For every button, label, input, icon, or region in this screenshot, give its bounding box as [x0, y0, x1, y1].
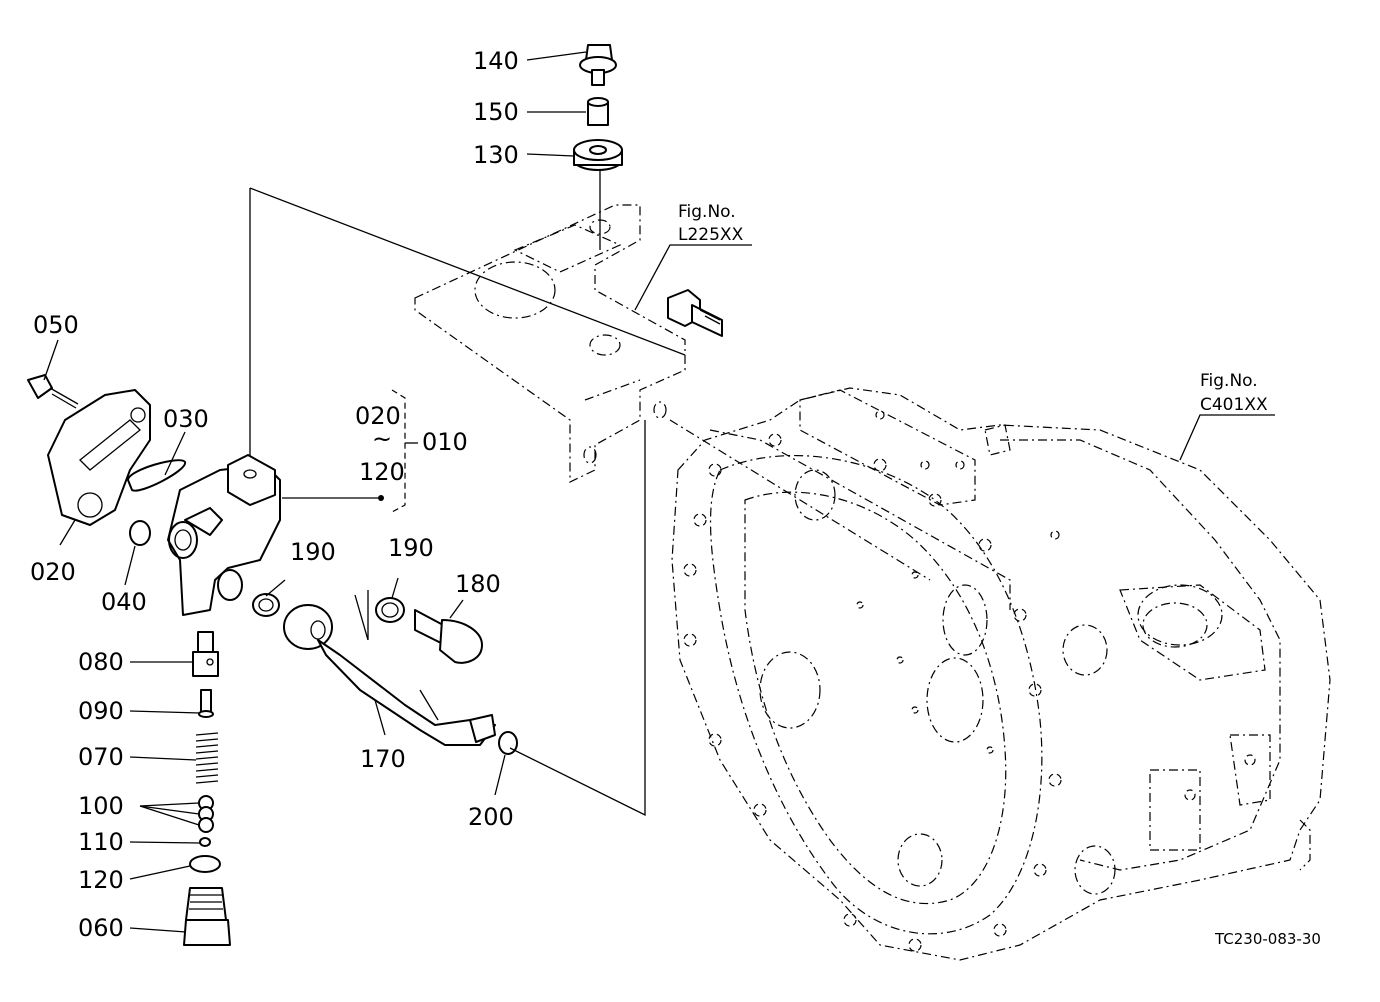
- callout-030: 030: [163, 405, 209, 433]
- fig-ref-label-bracket: Fig.No.: [678, 202, 736, 222]
- callout-100: 100: [78, 792, 124, 820]
- callout-range-tilde: ~: [372, 425, 392, 453]
- transmission-case: [671, 387, 1331, 961]
- parts-top-stack: [573, 44, 623, 171]
- callout-010: 010: [422, 428, 468, 456]
- drawing-code: TC230-083-30: [1214, 930, 1321, 948]
- callout-060: 060: [78, 914, 124, 942]
- callout-070: 070: [78, 743, 124, 771]
- callout-170: 170: [360, 745, 406, 773]
- callout-040: 040: [101, 588, 147, 616]
- callout-090: 090: [78, 697, 124, 725]
- figure-references: Fig.No. L225XX Fig.No. C401XX: [678, 202, 1268, 415]
- callout-150: 150: [473, 98, 519, 126]
- pipe-assembly: [252, 590, 518, 755]
- projection-lines: [249, 165, 686, 817]
- callout-120-range-end: 120: [359, 458, 405, 486]
- callout-020: 020: [30, 558, 76, 586]
- fig-ref-label-case: Fig.No.: [1200, 371, 1258, 391]
- callout-050: 050: [33, 311, 79, 339]
- range-bracket: [282, 389, 418, 513]
- callout-130: 130: [473, 141, 519, 169]
- reference-leaders: [634, 244, 1275, 461]
- leader-lines: [43, 51, 587, 933]
- callout-180: 180: [455, 570, 501, 598]
- case-bolt-holes: [683, 410, 1256, 952]
- callout-110: 110: [78, 828, 124, 856]
- fig-ref-number-case: C401XX: [1200, 395, 1268, 415]
- bracket-fitting: [667, 289, 723, 337]
- valve-assembly: [27, 374, 281, 616]
- callout-080: 080: [78, 648, 124, 676]
- callout-120: 120: [78, 866, 124, 894]
- valve-internal-parts: [183, 631, 231, 946]
- callout-190-left: 190: [290, 538, 336, 566]
- bracket-plate: [414, 204, 931, 581]
- callout-labels: 140 150 130 050 030 020 ~ 120 010 020 04…: [30, 47, 519, 942]
- callout-200: 200: [468, 803, 514, 831]
- callout-020-range-start: 020: [355, 402, 401, 430]
- callout-190-right: 190: [388, 534, 434, 562]
- fig-ref-number-bracket: L225XX: [678, 225, 744, 245]
- callout-140: 140: [473, 47, 519, 75]
